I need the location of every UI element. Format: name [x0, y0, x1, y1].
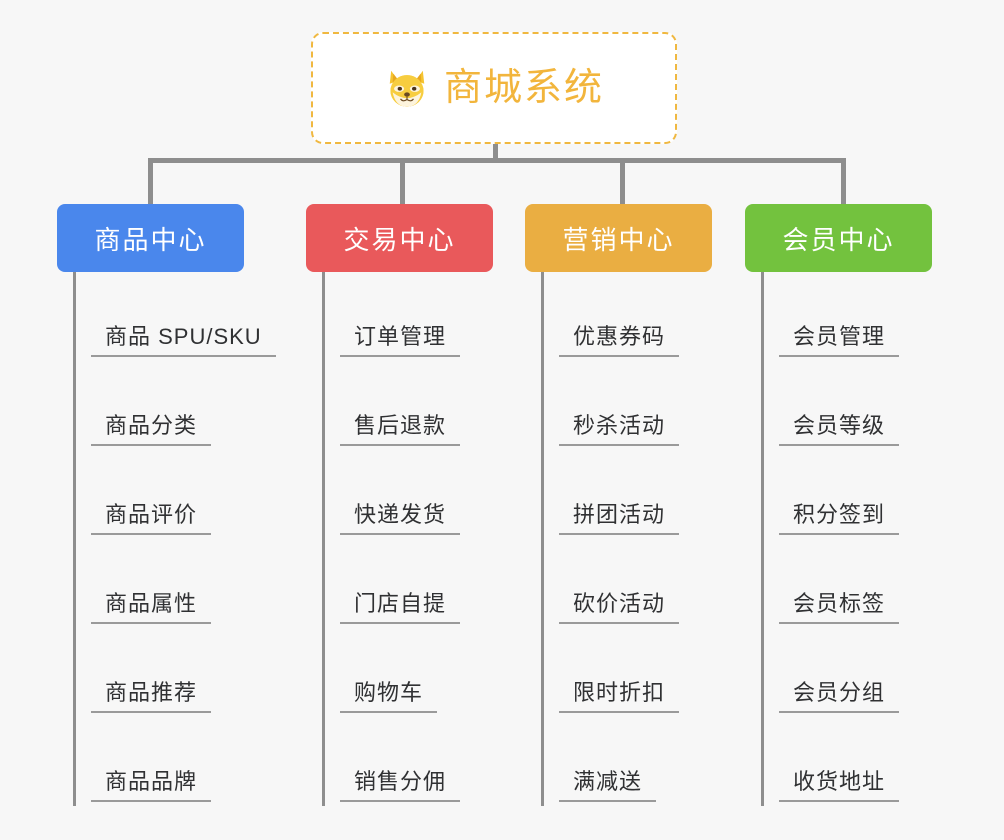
- leaf-item[interactable]: 限时折扣: [541, 628, 680, 717]
- leaf-item[interactable]: 积分签到: [761, 450, 900, 539]
- leaf-item[interactable]: 优惠券码: [541, 272, 680, 361]
- leaf-item-label: 优惠券码: [559, 324, 680, 357]
- category-label: 营销中心: [562, 224, 675, 255]
- leaf-item[interactable]: 售后退款: [322, 361, 461, 450]
- shiba-dog-face-icon: [384, 65, 430, 111]
- leaf-column-2: 订单管理售后退款快递发货门店自提购物车销售分佣: [322, 272, 461, 806]
- leaf-item-label: 销售分佣: [340, 769, 461, 802]
- leaf-item[interactable]: 商品评价: [73, 450, 276, 539]
- category-box-1[interactable]: 商品中心: [57, 204, 244, 272]
- leaf-trunk-line: [322, 272, 325, 806]
- leaf-item[interactable]: 门店自提: [322, 539, 461, 628]
- leaf-item-label: 积分签到: [779, 502, 900, 535]
- leaf-item-label: 会员管理: [779, 324, 900, 357]
- leaf-trunk-line: [761, 272, 764, 806]
- leaf-item-label: 门店自提: [340, 591, 461, 624]
- connector-drop-2: [400, 158, 405, 206]
- leaf-item[interactable]: 商品 SPU/SKU: [73, 272, 276, 361]
- leaf-item[interactable]: 商品分类: [73, 361, 276, 450]
- root-node-title: 商城系统: [443, 67, 604, 109]
- leaf-item[interactable]: 销售分佣: [322, 717, 461, 806]
- leaf-item-label: 商品 SPU/SKU: [91, 324, 276, 357]
- leaf-column-4: 会员管理会员等级积分签到会员标签会员分组收货地址: [761, 272, 900, 806]
- connector-horizontal-bus: [148, 158, 846, 163]
- leaf-item-label: 商品推荐: [91, 680, 212, 713]
- leaf-item[interactable]: 商品属性: [73, 539, 276, 628]
- root-node-mall-system[interactable]: 商城系统: [311, 32, 677, 144]
- leaf-column-3: 优惠券码秒杀活动拼团活动砍价活动限时折扣满减送: [541, 272, 680, 806]
- leaf-item-label: 秒杀活动: [559, 413, 680, 446]
- leaf-item-label: 售后退款: [340, 413, 461, 446]
- leaf-item-label: 快递发货: [340, 502, 461, 535]
- leaf-item-label: 商品品牌: [91, 769, 212, 802]
- leaf-item-label: 商品属性: [91, 591, 212, 624]
- leaf-item[interactable]: 商品品牌: [73, 717, 276, 806]
- leaf-item[interactable]: 秒杀活动: [541, 361, 680, 450]
- leaf-item[interactable]: 快递发货: [322, 450, 461, 539]
- leaf-item-label: 会员标签: [779, 591, 900, 624]
- category-label: 会员中心: [782, 224, 895, 255]
- category-label: 商品中心: [94, 224, 207, 255]
- connector-drop-4: [841, 158, 846, 206]
- category-box-3[interactable]: 营销中心: [525, 204, 712, 272]
- leaf-item-label: 商品评价: [91, 502, 212, 535]
- leaf-item[interactable]: 会员分组: [761, 628, 900, 717]
- leaf-item[interactable]: 砍价活动: [541, 539, 680, 628]
- leaf-item-label: 满减送: [559, 769, 657, 802]
- leaf-item-label: 砍价活动: [559, 591, 680, 624]
- connector-root-stem: [493, 144, 498, 162]
- leaf-item[interactable]: 商品推荐: [73, 628, 276, 717]
- leaf-column-1: 商品 SPU/SKU 商品分类商品评价商品属性商品推荐商品品牌: [73, 272, 276, 806]
- leaf-trunk-line: [541, 272, 544, 806]
- leaf-item-label: 订单管理: [340, 324, 461, 357]
- leaf-item-label: 拼团活动: [559, 502, 680, 535]
- leaf-item[interactable]: 订单管理: [322, 272, 461, 361]
- connector-drop-1: [148, 158, 153, 206]
- leaf-item-label: 商品分类: [91, 413, 212, 446]
- leaf-item-label: 会员分组: [779, 680, 900, 713]
- leaf-item-label: 会员等级: [779, 413, 900, 446]
- leaf-item[interactable]: 拼团活动: [541, 450, 680, 539]
- leaf-item-label: 购物车: [340, 680, 438, 713]
- leaf-item[interactable]: 满减送: [541, 717, 679, 806]
- connector-drop-3: [620, 158, 625, 206]
- category-box-2[interactable]: 交易中心: [306, 204, 493, 272]
- leaf-item[interactable]: 会员等级: [761, 361, 900, 450]
- leaf-item-label: 限时折扣: [559, 680, 680, 713]
- category-label: 交易中心: [343, 224, 456, 255]
- leaf-item[interactable]: 购物车: [322, 628, 460, 717]
- leaf-item[interactable]: 收货地址: [761, 717, 900, 806]
- leaf-trunk-line: [73, 272, 76, 806]
- leaf-item[interactable]: 会员标签: [761, 539, 900, 628]
- leaf-item-label: 收货地址: [779, 769, 900, 802]
- leaf-item[interactable]: 会员管理: [761, 272, 900, 361]
- category-box-4[interactable]: 会员中心: [745, 204, 932, 272]
